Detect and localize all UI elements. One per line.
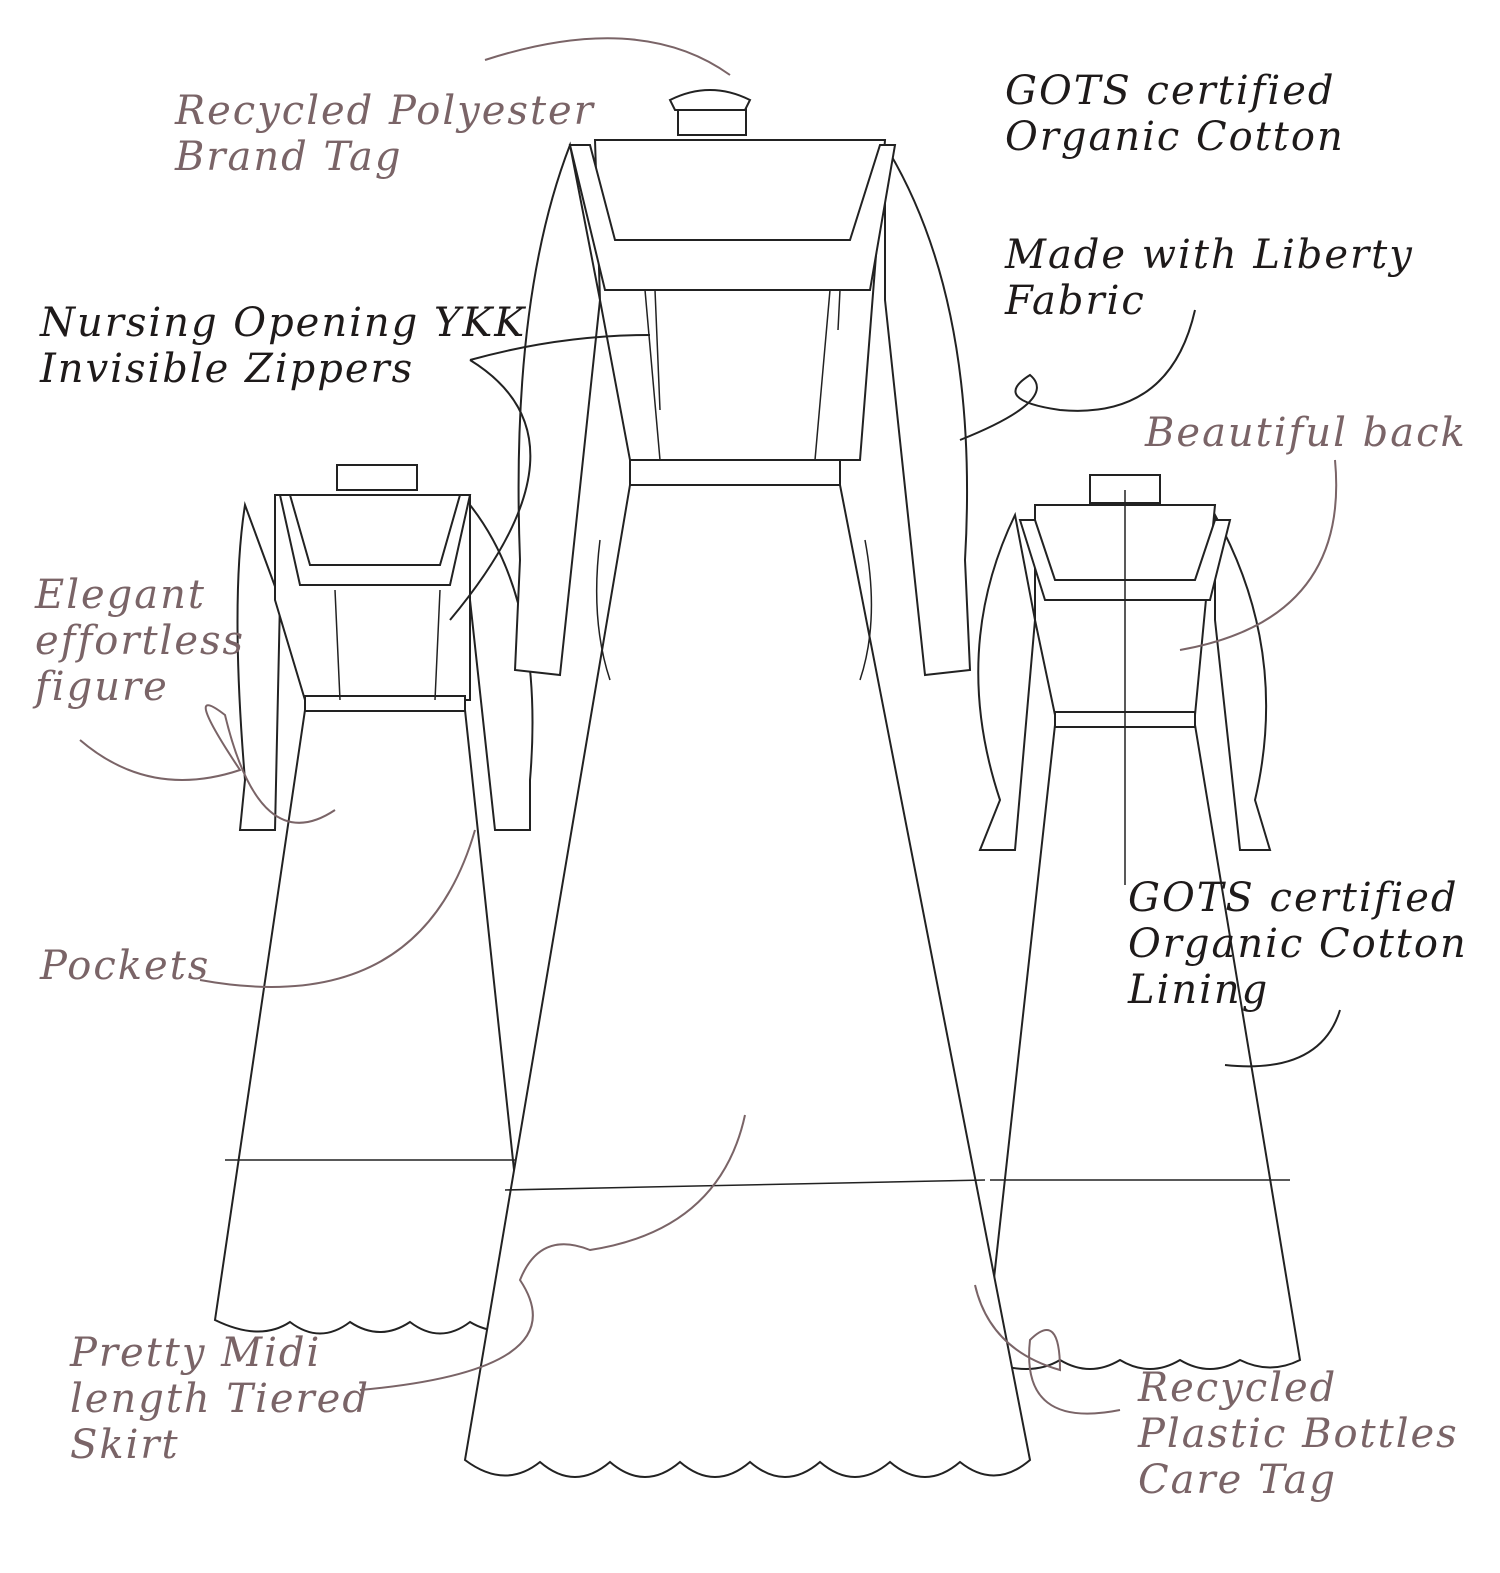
center-dress-front xyxy=(463,89,1032,1478)
label-line: Elegant xyxy=(35,572,206,618)
arrow-nursing-left xyxy=(449,359,532,621)
left-dress-front xyxy=(213,464,534,1335)
label-figure: Elegant effortless figure xyxy=(35,572,245,710)
annotation-arrows xyxy=(79,37,1341,1415)
arrow-figure xyxy=(79,704,336,824)
label-line: GOTS certified xyxy=(1128,875,1459,921)
label-line: Pretty Midi xyxy=(70,1330,322,1376)
label-line: Organic Cotton xyxy=(1005,114,1345,160)
label-line: Care Tag xyxy=(1138,1457,1337,1503)
label-lining: GOTS certified Organic Cotton Lining xyxy=(1128,875,1468,1013)
label-line: Recycled Polyester xyxy=(175,88,595,134)
arrow-care-tag xyxy=(974,1284,1121,1415)
label-gots-top: GOTS certified Organic Cotton xyxy=(1005,68,1345,160)
label-line: Pockets xyxy=(40,943,211,989)
label-line: length Tiered xyxy=(70,1376,370,1422)
arrow-back xyxy=(1179,459,1338,651)
arrow-brand-tag xyxy=(484,37,731,76)
arrow-liberty xyxy=(959,309,1196,441)
label-care-tag: Recycled Plastic Bottles Care Tag xyxy=(1138,1365,1459,1503)
label-line: Plastic Bottles xyxy=(1138,1411,1459,1457)
label-liberty: Made with Liberty Fabric xyxy=(1005,232,1414,324)
label-line: figure xyxy=(35,664,169,710)
arrow-nursing-top xyxy=(469,334,651,361)
label-line: Brand Tag xyxy=(175,134,403,180)
label-nursing: Nursing Opening YKK Invisible Zippers xyxy=(40,300,526,392)
label-line: effortless xyxy=(35,618,246,664)
arrow-skirt xyxy=(359,1114,746,1391)
arrow-pockets xyxy=(199,829,476,988)
label-line: Nursing Opening YKK xyxy=(40,300,527,346)
label-line: Organic Cotton xyxy=(1128,921,1468,967)
label-brand-tag: Recycled Polyester Brand Tag xyxy=(175,88,595,180)
label-line: GOTS certified xyxy=(1005,68,1336,114)
right-dress-back xyxy=(977,474,1302,1370)
label-line: Recycled xyxy=(1138,1365,1338,1411)
label-line: Skirt xyxy=(70,1422,180,1468)
arrow-lining xyxy=(1224,1009,1341,1068)
label-line: Lining xyxy=(1128,967,1270,1013)
label-pockets: Pockets xyxy=(40,943,210,989)
label-line: Beautiful back xyxy=(1145,410,1467,456)
label-line: Fabric xyxy=(1005,278,1146,324)
label-line: Invisible Zippers xyxy=(40,346,415,392)
label-skirt: Pretty Midi length Tiered Skirt xyxy=(70,1330,370,1468)
label-back: Beautiful back xyxy=(1145,410,1467,456)
label-line: Made with Liberty xyxy=(1005,232,1414,278)
